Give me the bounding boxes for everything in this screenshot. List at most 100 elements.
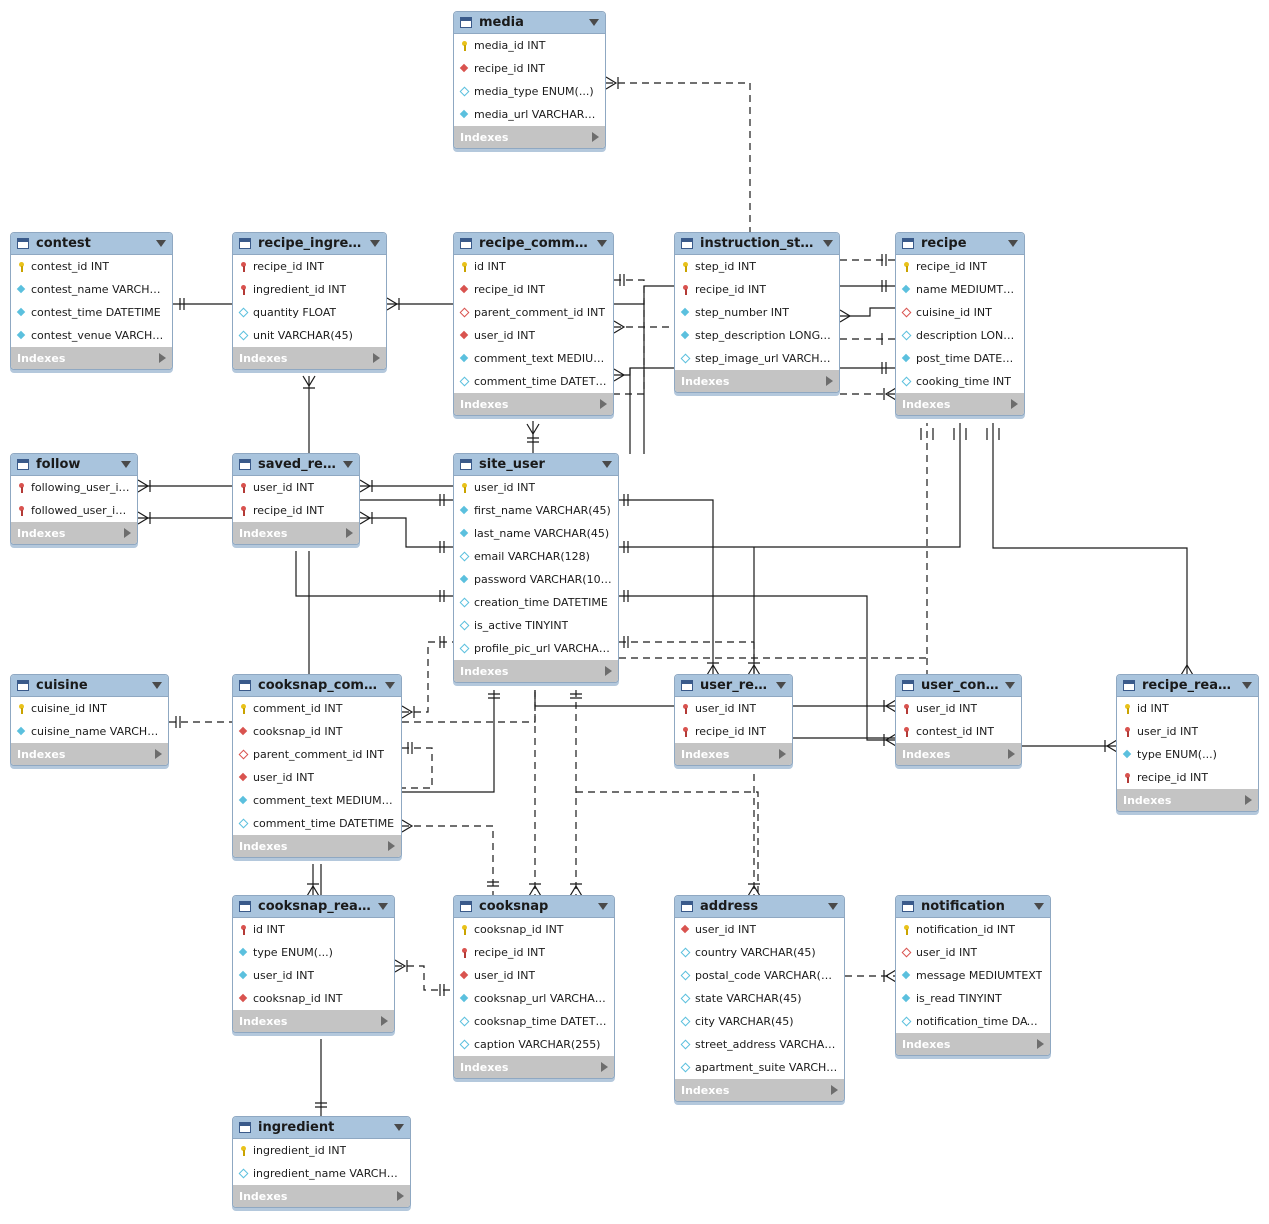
expand-arrow-icon[interactable] [1011,399,1018,409]
chevron-down-icon[interactable] [370,240,380,247]
expand-arrow-icon[interactable] [779,749,786,759]
chevron-down-icon[interactable] [152,682,162,689]
chevron-down-icon[interactable] [1005,682,1015,689]
column-row[interactable]: user_id INT [454,324,613,347]
column-row[interactable]: id INT [454,255,613,278]
indexes-section[interactable]: Indexes [675,1079,844,1101]
column-row[interactable]: recipe_id INT [454,278,613,301]
column-row[interactable]: recipe_id INT [233,499,359,522]
chevron-down-icon[interactable] [156,240,166,247]
column-row[interactable]: user_id INT [675,697,792,720]
indexes-section[interactable]: Indexes [11,347,172,369]
column-row[interactable]: parent_comment_id INT [233,743,401,766]
table-header[interactable]: saved_reci... [233,454,359,476]
column-row[interactable]: step_number INT [675,301,839,324]
column-row[interactable]: user_id INT [454,476,618,499]
column-row[interactable]: email VARCHAR(128) [454,545,618,568]
indexes-section[interactable]: Indexes [233,1010,394,1032]
chevron-down-icon[interactable] [1034,903,1044,910]
indexes-section[interactable]: Indexes [896,743,1021,765]
column-row[interactable]: user_id INT [675,918,844,941]
table-header[interactable]: recipe_ingredie... [233,233,386,255]
column-row[interactable]: type ENUM(...) [233,941,394,964]
column-row[interactable]: media_url VARCHAR(102... [454,103,605,126]
column-row[interactable]: recipe_id INT [896,255,1024,278]
column-row[interactable]: followed_user_id INT [11,499,137,522]
column-row[interactable]: message MEDIUMTEXT [896,964,1050,987]
expand-arrow-icon[interactable] [600,399,607,409]
column-row[interactable]: cuisine_id INT [896,301,1024,324]
expand-arrow-icon[interactable] [346,528,353,538]
column-row[interactable]: quantity FLOAT [233,301,386,324]
column-row[interactable]: recipe_id INT [454,57,605,80]
column-row[interactable]: description LONGTE... [896,324,1024,347]
column-row[interactable]: user_id INT [454,964,614,987]
column-row[interactable]: caption VARCHAR(255) [454,1033,614,1056]
column-row[interactable]: cooksnap_time DATETIME [454,1010,614,1033]
indexes-section[interactable]: Indexes [233,1185,410,1207]
chevron-down-icon[interactable] [602,461,612,468]
chevron-down-icon[interactable] [343,461,353,468]
column-row[interactable]: country VARCHAR(45) [675,941,844,964]
column-row[interactable]: recipe_id INT [454,941,614,964]
table-recipe-ingredient[interactable]: recipe_ingredie...recipe_id INTingredien… [232,232,387,370]
table-header[interactable]: cuisine [11,675,168,697]
indexes-section[interactable]: Indexes [454,126,605,148]
column-row[interactable]: following_user_id I... [11,476,137,499]
column-row[interactable]: comment_text MEDIUMTEXT [233,789,401,812]
chevron-down-icon[interactable] [598,903,608,910]
expand-arrow-icon[interactable] [381,1016,388,1026]
indexes-section[interactable]: Indexes [896,1033,1050,1055]
indexes-section[interactable]: Indexes [11,522,137,544]
expand-arrow-icon[interactable] [155,749,162,759]
chevron-down-icon[interactable] [828,903,838,910]
expand-arrow-icon[interactable] [388,841,395,851]
table-header[interactable]: recipe [896,233,1024,255]
column-row[interactable]: cooksnap_id INT [454,918,614,941]
column-row[interactable]: notification_id INT [896,918,1050,941]
column-row[interactable]: is_active TINYINT [454,614,618,637]
column-row[interactable]: contest_id INT [11,255,172,278]
column-row[interactable]: user_id INT [896,697,1021,720]
column-row[interactable]: ingredient_id INT [233,278,386,301]
table-cooksnap-comment[interactable]: cooksnap_comme...comment_id INTcooksnap_… [232,674,402,858]
chevron-down-icon[interactable] [121,461,131,468]
column-row[interactable]: first_name VARCHAR(45) [454,499,618,522]
chevron-down-icon[interactable] [385,682,395,689]
column-row[interactable]: notification_time DATETI... [896,1010,1050,1033]
indexes-section[interactable]: Indexes [675,743,792,765]
column-row[interactable]: is_read TINYINT [896,987,1050,1010]
indexes-section[interactable]: Indexes [233,835,401,857]
indexes-section[interactable]: Indexes [454,660,618,682]
expand-arrow-icon[interactable] [831,1085,838,1095]
chevron-down-icon[interactable] [589,19,599,26]
chevron-down-icon[interactable] [394,1124,404,1131]
expand-arrow-icon[interactable] [124,528,131,538]
indexes-section[interactable]: Indexes [675,370,839,392]
expand-arrow-icon[interactable] [159,353,166,363]
indexes-section[interactable]: Indexes [896,393,1024,415]
column-row[interactable]: step_image_url VARCHAR(4... [675,347,839,370]
column-row[interactable]: recipe_id INT [1117,766,1258,789]
column-row[interactable]: cuisine_name VARCHAR(4... [11,720,168,743]
indexes-section[interactable]: Indexes [233,347,386,369]
column-row[interactable]: media_type ENUM(...) [454,80,605,103]
column-row[interactable]: type ENUM(...) [1117,743,1258,766]
table-header[interactable]: recipe_comment [454,233,613,255]
column-row[interactable]: ingredient_name VARCHAR(25... [233,1162,410,1185]
column-row[interactable]: cooking_time INT [896,370,1024,393]
table-header[interactable]: site_user [454,454,618,476]
column-row[interactable]: step_description LONGTEXT [675,324,839,347]
column-row[interactable]: comment_id INT [233,697,401,720]
indexes-section[interactable]: Indexes [11,743,168,765]
column-row[interactable]: id INT [1117,697,1258,720]
column-row[interactable]: contest_time DATETIME [11,301,172,324]
column-row[interactable]: cooksnap_id INT [233,987,394,1010]
